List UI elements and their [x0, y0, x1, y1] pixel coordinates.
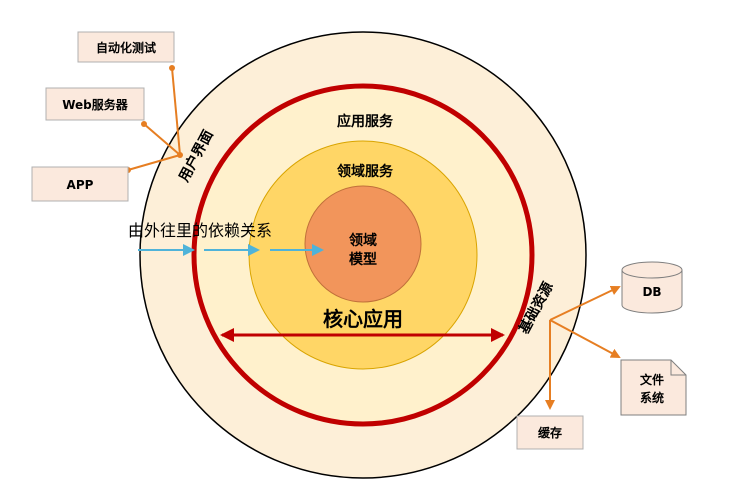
- file-system-doc: [620, 359, 687, 416]
- core-application-label: 核心应用: [323, 307, 403, 331]
- web-server-text: Web服务器: [62, 97, 129, 112]
- db-text: DB: [642, 285, 661, 299]
- infra-connectors: [545, 285, 621, 410]
- domain-model-label-line2: 模型: [349, 251, 377, 268]
- connector-dot-web-server: [141, 121, 147, 127]
- domain-model-label-line1: 领域: [349, 232, 377, 249]
- auto-test-text: 自动化测试: [96, 40, 156, 55]
- connector-dot-auto-test: [169, 65, 175, 71]
- app-box: [31, 166, 129, 202]
- connector-dot-ui-hub: [177, 152, 183, 158]
- web-server-box: [45, 87, 145, 121]
- domain-model-core: [304, 185, 422, 303]
- app-text: APP: [67, 178, 94, 192]
- domain-service-label: 领域服务: [337, 163, 394, 180]
- application-service-label: 应用服务: [337, 113, 394, 130]
- db-cylinder: [621, 261, 683, 314]
- dependency-label: 由外往里的依赖关系: [128, 221, 272, 240]
- auto-test-box: [77, 31, 175, 63]
- cache-text: 缓存: [538, 425, 562, 440]
- cache-box: [516, 415, 584, 450]
- file-system-text-line2: 系统: [640, 390, 664, 405]
- ui-connectors: [127, 67, 181, 171]
- file-system-text-line1: 文件: [640, 372, 664, 387]
- file-system-doc-fold: [670, 360, 686, 376]
